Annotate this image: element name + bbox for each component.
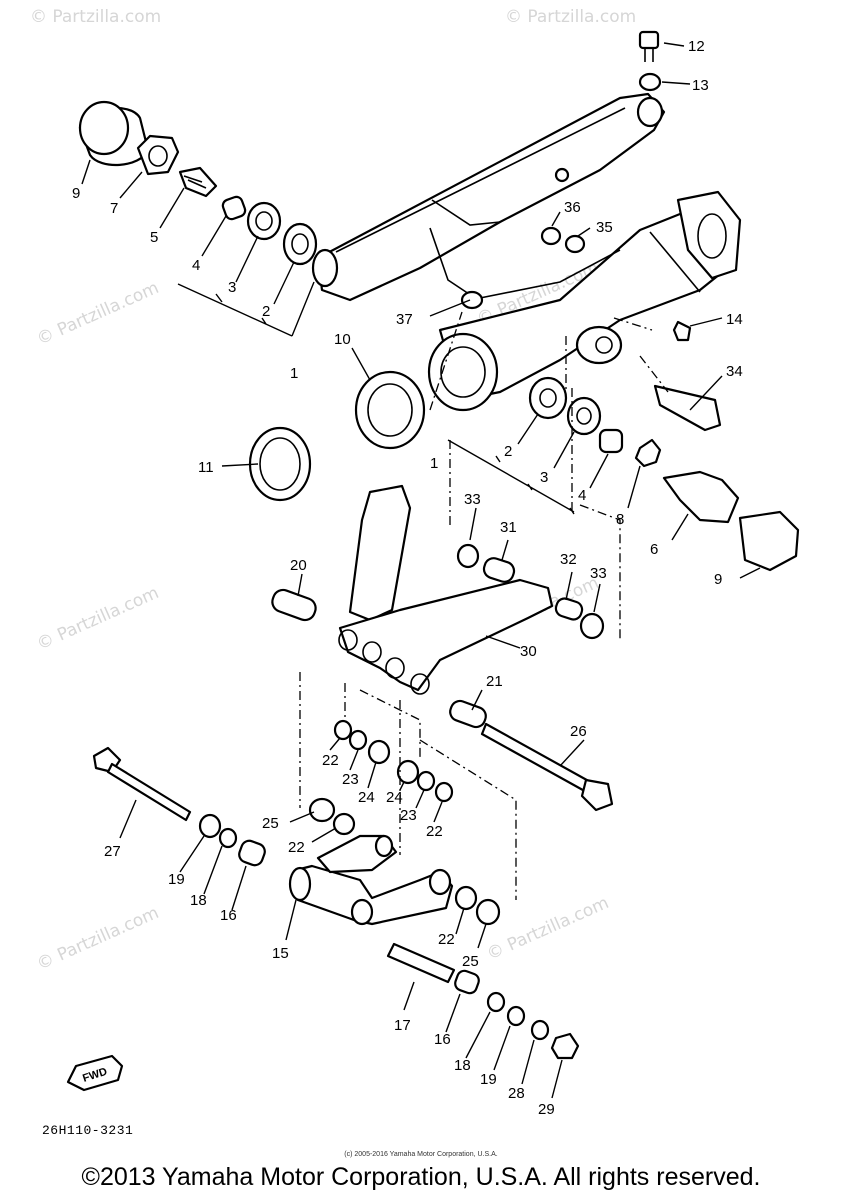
connecting-link: [288, 834, 454, 926]
right-pivot-parts: [528, 376, 800, 572]
callout-26: 26: [570, 723, 587, 740]
callout-30: 30: [520, 643, 537, 660]
callout-3b: 3: [540, 469, 548, 486]
callout-35: 35: [596, 219, 613, 236]
callout-2: 2: [262, 303, 270, 320]
relay-arm: [271, 484, 605, 729]
callout-4b: 4: [578, 487, 586, 504]
callout-10: 10: [334, 331, 351, 348]
callout-32: 32: [560, 551, 577, 568]
diagram-code: 26H110-3231: [42, 1123, 134, 1138]
callout-3: 3: [228, 279, 236, 296]
watermark-text: © Partzilla.com: [34, 278, 162, 350]
callout-17: 17: [394, 1017, 411, 1034]
collars-and-washers: [198, 719, 580, 1060]
watermark-text: © Partzilla.com: [34, 903, 162, 975]
leader-lines: [81, 42, 761, 1099]
callout-21: 21: [486, 673, 503, 690]
callout-25: 25: [262, 815, 279, 832]
callout-9b: 9: [714, 571, 722, 588]
callout-34: 34: [726, 363, 743, 380]
callout-25b: 25: [462, 953, 479, 970]
bearing-and-seal: [248, 370, 426, 502]
callout-22d: 22: [438, 931, 455, 948]
exploded-parts-diagram: © Partzilla.com © Partzilla.com © Partzi…: [30, 7, 800, 1118]
callout-18: 18: [190, 892, 207, 909]
callout-22c: 22: [288, 839, 305, 856]
callout-16b: 16: [434, 1031, 451, 1048]
watermark-text: © Partzilla.com: [484, 893, 612, 965]
callout-4: 4: [192, 257, 200, 274]
copyright-small: (c) 2005-2016 Yamaha Motor Corporation, …: [344, 1151, 498, 1158]
callout-9: 9: [72, 185, 80, 202]
assembly-lines: [299, 311, 669, 900]
callout-14: 14: [726, 311, 743, 328]
callout-11: 11: [198, 459, 214, 476]
callout-22: 22: [322, 752, 339, 769]
bolts: [92, 722, 614, 984]
callout-33: 33: [464, 491, 481, 508]
callout-23b: 23: [400, 807, 417, 824]
top-bolt-parts: [460, 30, 692, 342]
callout-19b: 19: [480, 1071, 497, 1088]
callout-15: 15: [272, 945, 289, 962]
watermark-text: © Partzilla.com: [30, 7, 161, 27]
callout-24b: 24: [386, 789, 403, 806]
group-brackets: [177, 281, 575, 515]
callout-13: 13: [692, 77, 709, 94]
callout-33b: 33: [590, 565, 607, 582]
callout-8: 8: [616, 511, 624, 528]
callout-37: 37: [396, 311, 413, 328]
callout-6: 6: [650, 541, 658, 558]
callout-numbers: 12 13 9 7 5 4 3 2 1 36 35 37 14 10 34 11…: [72, 38, 743, 1118]
callout-19: 19: [168, 871, 185, 888]
watermark-text: © Partzilla.com: [505, 7, 636, 27]
swingarm: [311, 92, 742, 412]
callout-16: 16: [220, 907, 237, 924]
callout-31: 31: [500, 519, 517, 536]
callout-5: 5: [150, 229, 158, 246]
left-pivot-parts: [78, 100, 318, 266]
callout-2b: 2: [504, 443, 512, 460]
callout-24: 24: [358, 789, 375, 806]
callout-28: 28: [508, 1085, 525, 1102]
callout-20: 20: [290, 557, 307, 574]
callout-27: 27: [104, 843, 121, 860]
callout-1b: 1: [430, 455, 438, 472]
copyright-main: ©2013 Yamaha Motor Corporation, U.S.A. A…: [81, 1163, 761, 1191]
callout-12: 12: [688, 38, 705, 55]
callout-7: 7: [110, 200, 118, 217]
callout-1: 1: [290, 365, 298, 382]
watermark-text: © Partzilla.com: [34, 583, 162, 655]
callout-23: 23: [342, 771, 359, 788]
callout-18b: 18: [454, 1057, 471, 1074]
fwd-arrow: FWD: [66, 1054, 124, 1092]
callout-36: 36: [564, 199, 581, 216]
callout-29: 29: [538, 1101, 555, 1118]
callout-22b: 22: [426, 823, 443, 840]
